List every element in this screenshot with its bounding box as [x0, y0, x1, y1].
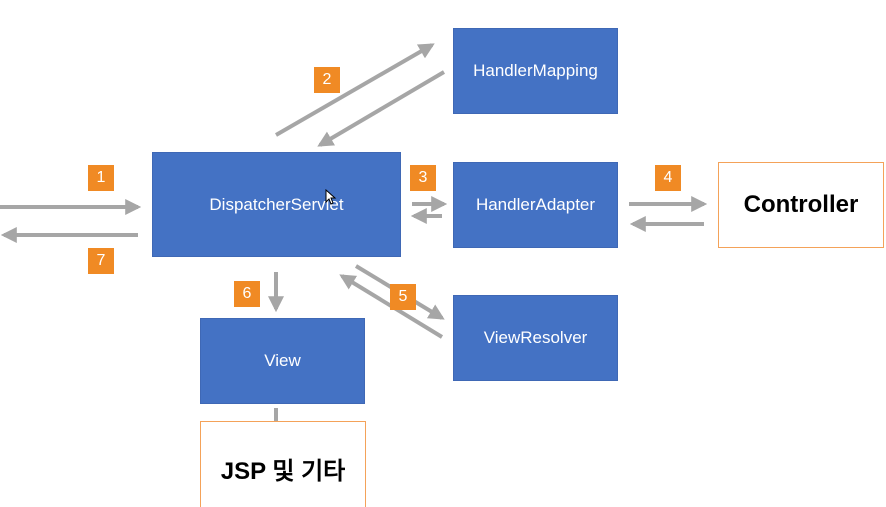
step-badge-1: 1 [88, 165, 114, 191]
step-badge-4: 4 [655, 165, 681, 191]
handler-mapping-box: HandlerMapping [453, 28, 618, 114]
view-resolver-box: ViewResolver [453, 295, 618, 381]
step-badge-5: 5 [390, 284, 416, 310]
dispatcher-servlet-label: DispatcherServlet [209, 194, 344, 214]
dispatcher-servlet-box: DispatcherServlet [152, 152, 401, 257]
view-resolver-label: ViewResolver [483, 328, 588, 347]
handler-mapping-label: HandlerMapping [473, 61, 598, 80]
controller-label: Controller [743, 191, 859, 218]
step-badge-2: 2 [314, 67, 340, 93]
view-box: View [200, 318, 365, 404]
arrow-from-handler-mapping [317, 70, 446, 147]
step-badge-7: 7 [88, 248, 114, 274]
handler-adapter-box: HandlerAdapter [453, 162, 618, 248]
handler-adapter-label: HandlerAdapter [475, 195, 596, 214]
arrow-to-handler-mapping [275, 43, 435, 137]
step-badge-6: 6 [234, 281, 260, 307]
view-label: View [264, 351, 301, 370]
step-badge-3: 3 [410, 165, 436, 191]
jsp-etc-label: JSP 및 기타 [220, 458, 346, 485]
mouse-cursor-icon [325, 189, 337, 205]
jsp-etc-box: JSP 및 기타 [200, 421, 366, 507]
controller-box: Controller [718, 162, 884, 248]
